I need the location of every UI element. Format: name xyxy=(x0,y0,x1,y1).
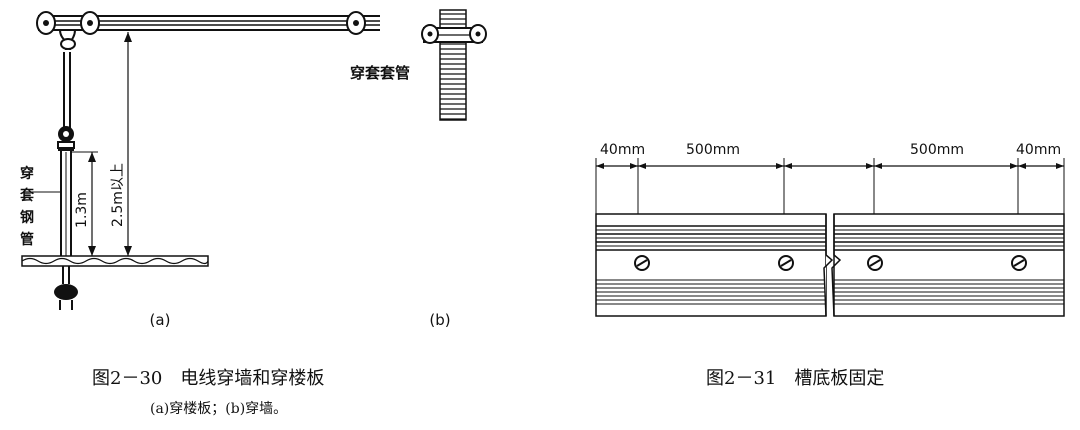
dimension-2-5m-label: 2.5m以上 xyxy=(110,163,126,227)
figure-2-31-caption: 图2－31 槽底板固定 xyxy=(706,368,885,389)
dimension-40mm-left: 40mm xyxy=(600,142,645,158)
side-label-char: 钢 xyxy=(20,209,34,226)
panel-b-label: (b) xyxy=(429,311,450,329)
dimension-1-3m-label: 1.3m xyxy=(74,192,90,228)
dimension-40mm-right: 40mm xyxy=(1016,142,1061,158)
trough-base-drawing xyxy=(595,158,1065,317)
dimension-500mm-left: 500mm xyxy=(686,142,740,158)
figure-2-30-caption: 图2－30 电线穿墙和穿楼板 xyxy=(92,368,325,389)
dimension-500mm-right: 500mm xyxy=(910,142,964,158)
ceiling-clamp xyxy=(36,11,56,35)
panel-b-drawing xyxy=(421,9,487,121)
screw xyxy=(778,255,794,271)
ceiling-clamp xyxy=(346,11,366,35)
screw xyxy=(634,255,650,271)
ceiling-clamp xyxy=(80,11,100,35)
screw xyxy=(1011,255,1027,271)
side-label-char: 穿 xyxy=(20,165,34,182)
sleeve-label: 穿套套管 xyxy=(350,64,410,82)
figure-2-30-subcaption: (a)穿楼板；(b)穿墙。 xyxy=(150,401,288,417)
side-label-char: 套 xyxy=(20,187,34,204)
panel-a-drawing xyxy=(21,11,380,310)
panel-a-label: (a) xyxy=(150,311,171,329)
side-label-char: 管 xyxy=(20,231,34,248)
screw xyxy=(867,255,883,271)
